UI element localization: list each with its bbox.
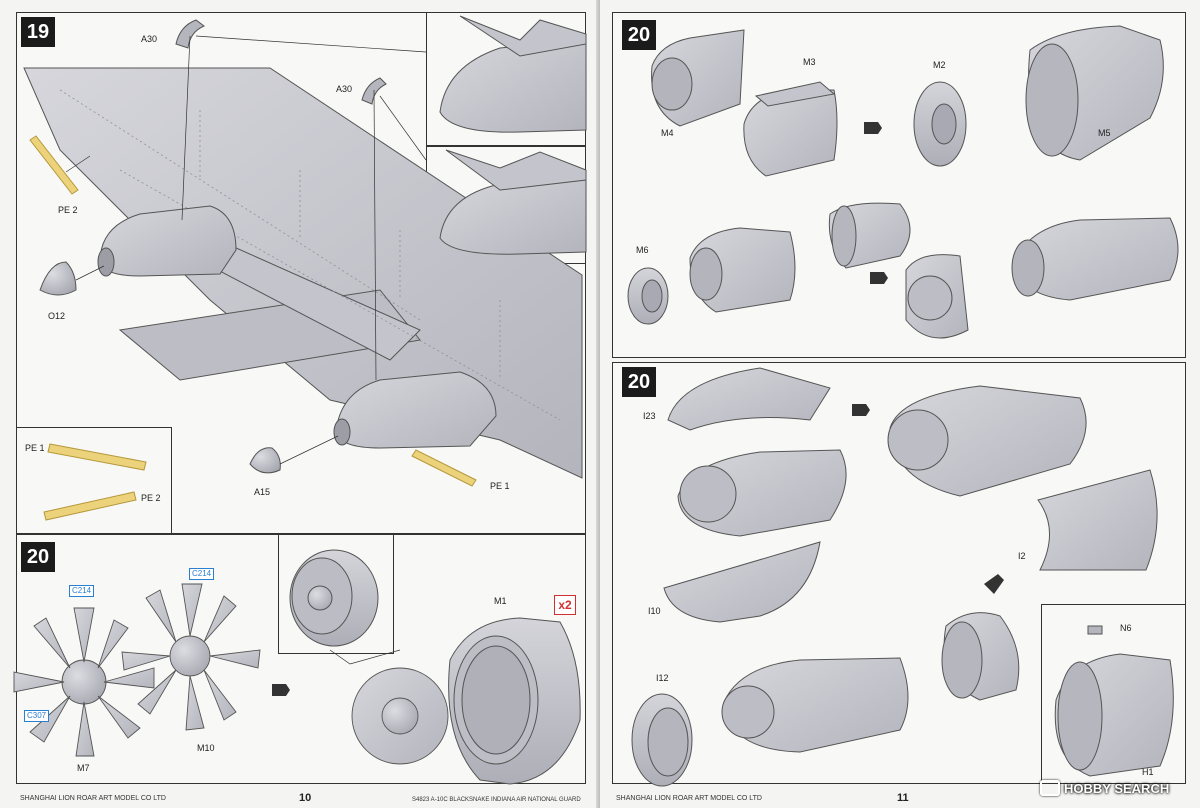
label-pe2: PE 2 xyxy=(58,205,78,215)
cowl-half-i10 xyxy=(663,541,821,623)
label-i12: I12 xyxy=(656,673,669,683)
label-m2: M2 xyxy=(933,60,946,70)
cowl-h1 xyxy=(1054,625,1174,777)
label-m4: M4 xyxy=(661,128,674,138)
hobby-search-watermark: HOBBY SEARCH xyxy=(1040,780,1169,796)
arrow-right-icon xyxy=(272,684,290,696)
label-pe1: PE 1 xyxy=(490,481,510,491)
inset-nose-top xyxy=(439,15,587,133)
camera-icon xyxy=(1040,780,1060,796)
label-i10: I10 xyxy=(648,606,661,616)
inset-label-pe1: PE 1 xyxy=(25,443,45,453)
nacelle-assembled-1 xyxy=(905,254,969,339)
nacelle-rear-m3 xyxy=(743,81,838,177)
label-m6: M6 xyxy=(636,245,649,255)
inset-pe1-strip xyxy=(47,443,147,471)
part-a30-top xyxy=(175,19,205,49)
nacelle-cone-1 xyxy=(828,202,911,269)
upper-nacelle xyxy=(97,205,237,277)
fan-m7 xyxy=(13,607,155,757)
arrow-right-icon-2 xyxy=(864,122,882,134)
pe-strip-inset xyxy=(16,427,172,534)
inset-pe2-strip xyxy=(43,491,137,521)
ring-m1 xyxy=(448,617,581,785)
arrow-down-left-icon xyxy=(984,574,1004,594)
label-i2: I2 xyxy=(1018,551,1026,561)
nose-cone-o12 xyxy=(39,261,77,296)
tag-c307: C307 xyxy=(24,710,50,722)
step-20-top-badge: 20 xyxy=(622,20,656,50)
label-m10: M10 xyxy=(197,743,215,753)
left-page-number: 10 xyxy=(299,792,312,804)
lower-nacelle xyxy=(333,371,497,449)
inset-nose-bottom xyxy=(439,149,587,255)
watermark-text: HOBBY SEARCH xyxy=(1064,780,1170,796)
right-page-number: 11 xyxy=(897,792,909,804)
cowl-half-i23 xyxy=(667,367,831,431)
label-h1: H1 xyxy=(1142,767,1154,777)
right-footer-company: SHANGHAI LION ROAR ART MODEL CO LTD xyxy=(616,795,762,802)
label-m3: M3 xyxy=(803,57,816,67)
fan-assembled xyxy=(351,667,449,765)
left-footer-company: SHANGHAI LION ROAR ART MODEL CO LTD xyxy=(20,795,166,802)
label-n6: N6 xyxy=(1120,623,1132,633)
step-20-bottom-badge: 20 xyxy=(622,367,656,397)
left-footer-kit: S4823 A-10C BLACKSNAKE INDIANA AIR NATIO… xyxy=(412,797,581,803)
label-i23: I23 xyxy=(643,411,656,421)
part-m6 xyxy=(627,267,669,325)
quantity-x2-badge: x2 xyxy=(554,595,576,615)
cowl-cone xyxy=(941,612,1020,701)
cowl-i2 xyxy=(1037,469,1158,571)
label-a15: A15 xyxy=(254,487,271,497)
nacelle-assembled-3 xyxy=(887,385,1087,497)
step-19-badge: 19 xyxy=(21,17,55,47)
tag-c214-right: C214 xyxy=(189,568,215,580)
step-20-left-badge: 20 xyxy=(21,542,55,572)
ring-i12 xyxy=(631,693,693,787)
nacelle-assembled-2 xyxy=(1011,217,1179,301)
nacelle-mid-1 xyxy=(689,227,796,313)
label-m1: M1 xyxy=(494,596,507,606)
arrow-right-icon-4 xyxy=(852,404,870,416)
nose-cone-a15 xyxy=(249,447,281,474)
inset-label-pe2: PE 2 xyxy=(141,493,161,503)
part-m2 xyxy=(913,81,967,167)
label-m5: M5 xyxy=(1098,128,1111,138)
fan-inset-shroud xyxy=(289,549,379,647)
wing-panel-lines xyxy=(59,89,561,421)
nacelle-core xyxy=(677,449,847,537)
pe1-strip xyxy=(411,449,477,487)
pe2-strip xyxy=(29,135,79,195)
fan-m10 xyxy=(121,583,261,731)
tag-c214-left: C214 xyxy=(69,585,95,597)
nacelle-front-m4 xyxy=(651,29,745,127)
arrow-right-icon-3 xyxy=(870,272,888,284)
cowl-m5 xyxy=(1025,25,1164,161)
label-o12: O12 xyxy=(48,311,66,321)
label-m7: M7 xyxy=(77,763,90,773)
nacelle-assembled-4 xyxy=(721,657,909,753)
label-a30-top: A30 xyxy=(141,34,158,44)
label-a30-mid: A30 xyxy=(336,84,353,94)
